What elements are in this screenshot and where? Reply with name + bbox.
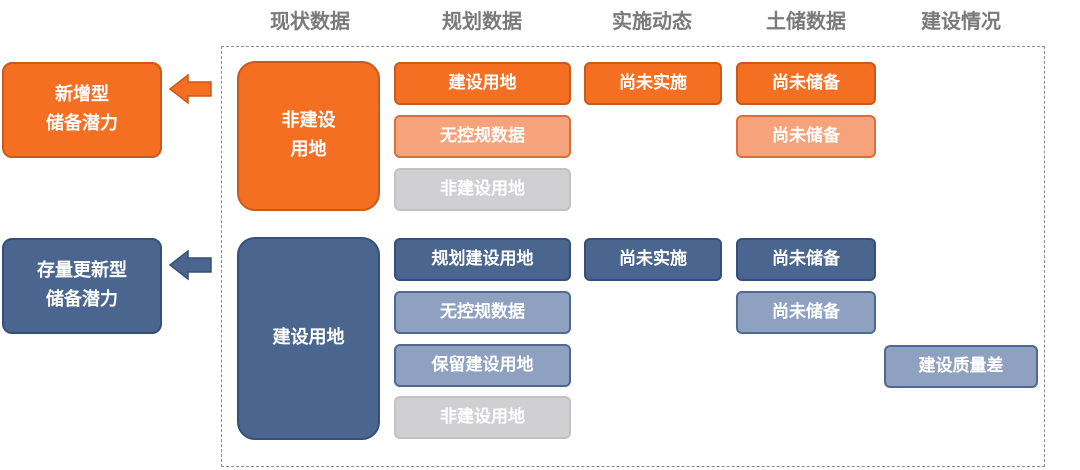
arrow-left-icon xyxy=(168,73,212,105)
diagram-frame xyxy=(221,46,1045,467)
reserve-not-reserved: 尚未储备 xyxy=(736,115,876,158)
arrow-left-icon xyxy=(168,249,212,281)
construction-poor-quality: 建设质量差 xyxy=(884,345,1038,388)
plan-construction-land: 建设用地 xyxy=(394,62,571,105)
current-non-construction-land: 非建设 用地 xyxy=(237,61,380,211)
header-construction-status: 建设情况 xyxy=(921,9,1001,33)
plan-non-construction-land: 非建设用地 xyxy=(394,168,571,211)
plan-no-control-data: 无控规数据 xyxy=(394,291,571,334)
header-planning-data: 规划数据 xyxy=(442,9,522,33)
impl-not-implemented: 尚未实施 xyxy=(584,238,722,281)
reserve-not-reserved: 尚未储备 xyxy=(736,291,876,334)
plan-reserved-construction-land: 保留建设用地 xyxy=(394,344,571,387)
impl-not-implemented: 尚未实施 xyxy=(584,62,722,105)
stock-renewal-reserve-potential: 存量更新型 储备潜力 xyxy=(2,238,162,334)
header-implementation: 实施动态 xyxy=(612,9,692,33)
current-construction-land: 建设用地 xyxy=(237,237,380,440)
plan-planned-construction-land: 规划建设用地 xyxy=(394,238,571,281)
plan-no-control-data: 无控规数据 xyxy=(394,115,571,158)
reserve-not-reserved: 尚未储备 xyxy=(736,62,876,105)
reserve-not-reserved: 尚未储备 xyxy=(736,238,876,281)
new-type-reserve-potential: 新增型 储备潜力 xyxy=(2,62,162,158)
plan-non-construction-land: 非建设用地 xyxy=(394,396,571,439)
header-current-data: 现状数据 xyxy=(270,9,350,33)
header-land-reserve-data: 土储数据 xyxy=(766,9,846,33)
